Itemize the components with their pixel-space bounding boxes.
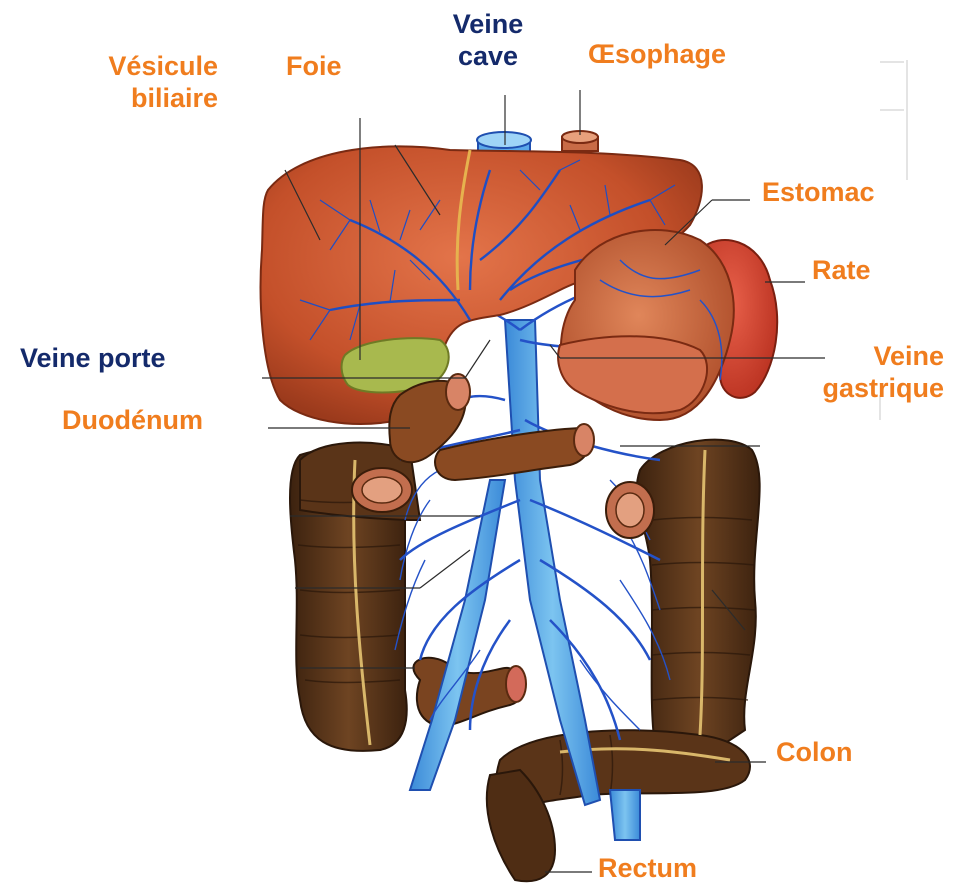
label-colon: Colon xyxy=(776,736,852,768)
label-rectum: Rectum xyxy=(598,852,697,884)
label-veine-porte: Veine porte xyxy=(20,342,166,374)
label-veine-cave: Veine cave xyxy=(428,8,548,72)
label-veine-cave-line1: Veine xyxy=(428,8,548,40)
label-vesicule-line2: biliaire xyxy=(60,82,218,114)
label-veine-gastrique-line2: gastrique xyxy=(772,372,944,404)
stomach-illustration xyxy=(558,230,734,420)
label-oesophage: Œsophage xyxy=(588,38,726,70)
label-veine-gastrique-line1: Veine xyxy=(772,340,944,372)
label-vesicule-biliaire: Vésicule biliaire xyxy=(60,50,218,114)
label-veine-gastrique: Veine gastrique xyxy=(772,340,944,404)
label-veine-cave-line2: cave xyxy=(428,40,548,72)
label-estomac: Estomac xyxy=(762,176,875,208)
label-duodenum: Duodénum xyxy=(62,404,203,436)
label-foie: Foie xyxy=(286,50,342,82)
label-rate: Rate xyxy=(812,254,871,286)
label-vesicule-line1: Vésicule xyxy=(60,50,218,82)
